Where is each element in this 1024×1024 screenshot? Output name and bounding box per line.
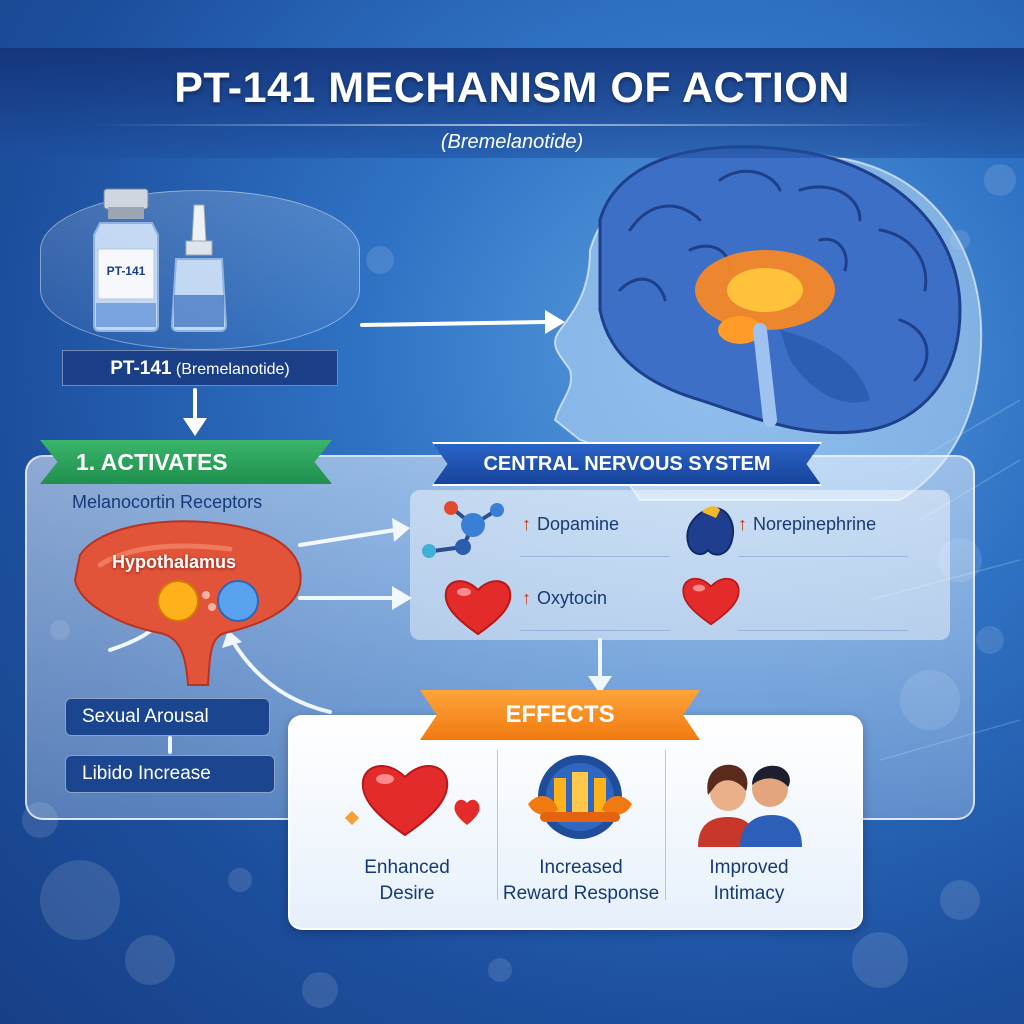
heart-icon <box>345 764 480 837</box>
heart-icon <box>682 577 740 626</box>
cns-banner: CENTRAL NERVOUS SYSTEM <box>432 442 822 486</box>
effect-line2: Desire <box>379 883 435 904</box>
divider-line <box>520 556 670 557</box>
increase-arrow-icon: ↑ <box>738 514 747 534</box>
heart-icon <box>444 580 512 636</box>
effects-divider <box>497 750 498 900</box>
effect-line2: Intimacy <box>713 883 785 904</box>
divider-line <box>520 630 670 631</box>
nt-dopamine: ↑ Dopamine <box>522 514 619 535</box>
page-title: PT-141 MECHANISM OF ACTION <box>174 64 850 112</box>
page-subtitle: (Bremelanotide) <box>440 131 584 153</box>
nt-oxytocin-label: Oxytocin <box>537 588 608 608</box>
couple-icon <box>698 764 802 847</box>
increase-arrow-icon: ↑ <box>522 514 531 534</box>
effect-line1: Enhanced <box>364 857 450 878</box>
increase-arrow-icon: ↑ <box>522 588 531 608</box>
vial-icon <box>93 188 228 332</box>
activates-banner: 1. ACTIVATES <box>40 440 332 484</box>
divider-line <box>738 556 908 557</box>
nt-norepinephrine-label: Norepinephrine <box>753 514 877 534</box>
nt-norepinephrine: ↑ Norepinephrine <box>738 514 876 535</box>
effect-line1: Improved <box>709 857 789 878</box>
divider-line <box>738 630 908 631</box>
outcome-sexual-arousal: Sexual Arousal <box>65 698 270 736</box>
title-band <box>0 48 1024 158</box>
outcome-libido-increase: Libido Increase <box>65 755 275 793</box>
adrenal-icon <box>686 506 734 556</box>
vial-label: PT-141 <box>106 264 146 278</box>
nt-dopamine-label: Dopamine <box>537 514 620 534</box>
effect-improved-intimacy: Improved Intimacy <box>664 855 834 907</box>
drug-name-bold: PT-141 <box>110 358 172 379</box>
nt-oxytocin: ↑ Oxytocin <box>522 588 607 609</box>
effects-divider <box>665 750 666 900</box>
effect-line2: Reward Response <box>502 883 660 904</box>
effect-enhanced-desire: Enhanced Desire <box>322 855 492 907</box>
molecule-icon <box>422 501 504 558</box>
hypothalamus-icon <box>73 520 302 686</box>
receptors-label: Melanocortin Receptors <box>72 492 263 512</box>
effects-banner: EFFECTS <box>420 690 700 740</box>
title-divider <box>90 124 934 126</box>
effect-line1: Increased <box>539 857 623 878</box>
drug-name-rest: (Bremelanotide) <box>171 361 290 378</box>
hypothalamus-label: Hypothalamus <box>112 552 237 572</box>
reward-icon <box>528 755 632 839</box>
drug-name-label: PT-141 (Bremelanotide) <box>62 350 338 386</box>
effect-reward-response: Increased Reward Response <box>496 855 666 907</box>
